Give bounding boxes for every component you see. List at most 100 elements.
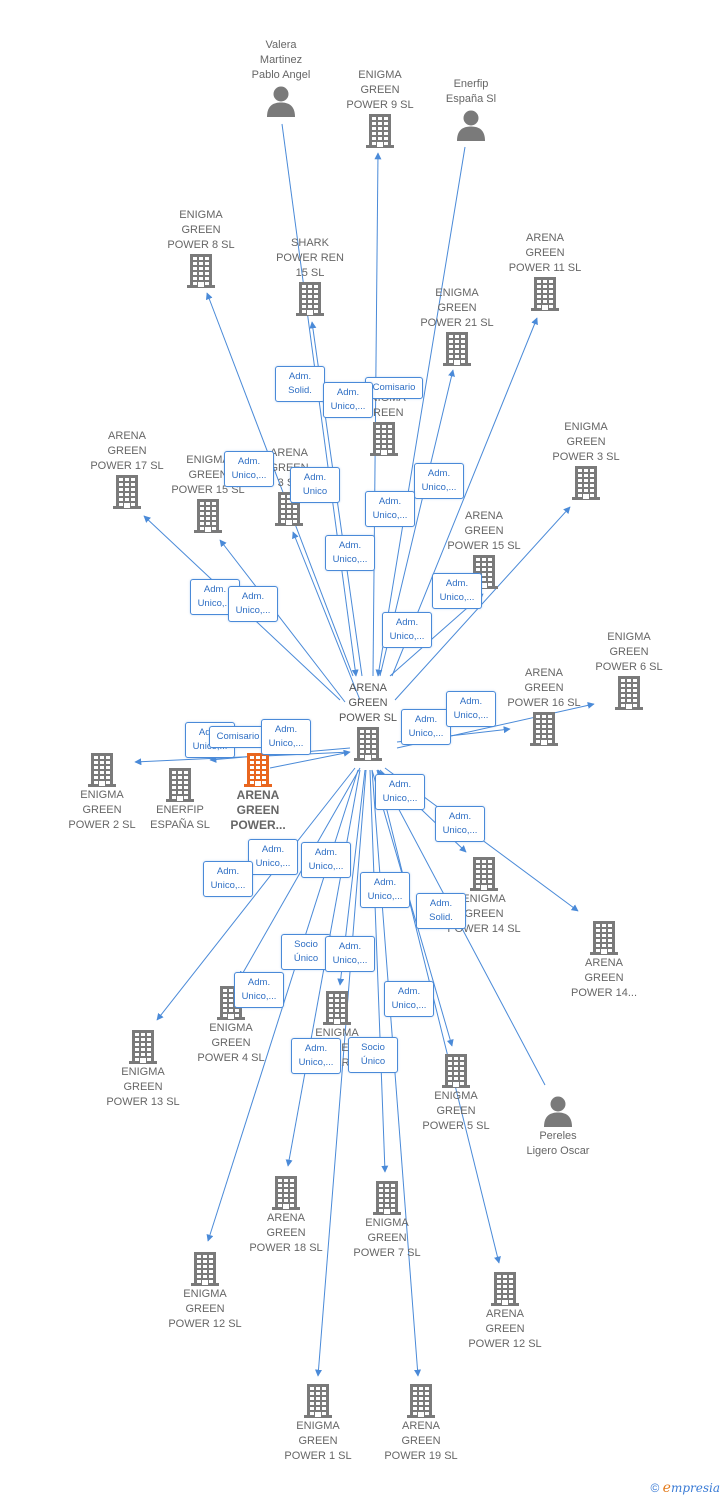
- relation-label-central-to-shark15[interactable]: Adm. Unico: [290, 467, 340, 503]
- building-icon: [151, 253, 251, 289]
- relation-label-central-to-ag19[interactable]: Socio Único: [348, 1037, 398, 1073]
- node-label: ENIGMA GREEN POWER 7 SL: [353, 1217, 421, 1259]
- relation-label-central-to-eg4[interactable]: Adm. Unico,...: [248, 839, 298, 875]
- building-icon: [554, 920, 654, 956]
- node-ag11[interactable]: ARENA GREEN POWER 11 SL: [495, 231, 595, 312]
- relation-label-central-to-eg1[interactable]: Adm. Unico,...: [291, 1038, 341, 1074]
- relation-label-ag_main-to-central[interactable]: Comisario: [209, 726, 267, 748]
- node-label: ENIGMA GREEN POWER 8 SL: [167, 209, 235, 251]
- relation-label-central-to-ag_hidden3[interactable]: Adm. Unico,...: [325, 535, 375, 571]
- person-icon: [508, 1093, 608, 1129]
- relation-label-enerfip_sl_person-to-central[interactable]: Comisario: [365, 377, 423, 399]
- relation-label-central-to-eg7[interactable]: Adm. Unico,...: [234, 972, 284, 1008]
- node-eg7[interactable]: ENIGMA GREEN POWER 7 SL: [337, 1180, 437, 1261]
- node-eg1[interactable]: ENIGMA GREEN POWER 1 SL: [268, 1383, 368, 1464]
- relation-label-central-to-eg_mid[interactable]: Socio Único: [281, 934, 331, 970]
- relation-label-central-to-eg9[interactable]: Adm. Unico,...: [323, 382, 373, 418]
- building-icon: [93, 1029, 193, 1065]
- relation-label-central-to-eg15[interactable]: Adm. Unico,...: [228, 586, 278, 622]
- node-label: ARENA GREEN POWER SL: [338, 682, 398, 724]
- node-ag_main[interactable]: ARENA GREEN POWER...: [208, 752, 308, 833]
- relation-label-central-to-ag16[interactable]: Adm. Unico,...: [446, 691, 496, 727]
- node-eg12[interactable]: ENIGMA GREEN POWER 12 SL: [155, 1251, 255, 1332]
- relation-label-valera-to-central[interactable]: Adm. Solid.: [275, 366, 325, 402]
- node-eg3[interactable]: ENIGMA GREEN POWER 3 SL: [536, 420, 636, 501]
- relation-label-central-to-eg6[interactable]: Adm. Unico,...: [401, 709, 451, 745]
- building-icon: [208, 752, 308, 788]
- node-enerfip_sl_person[interactable]: Enerfip España Sl: [421, 77, 521, 143]
- node-label: Pereles Ligero Oscar: [526, 1130, 590, 1157]
- edge-central-to-ag12: [376, 769, 501, 1264]
- node-label: ENIGMA GREEN POWER 5 SL: [422, 1090, 490, 1132]
- node-eg2[interactable]: ENIGMA GREEN POWER 2 SL: [52, 752, 152, 833]
- node-label: ENERFIP ESPAÑA SL: [150, 804, 210, 831]
- edge-central-to-eg13: [156, 767, 356, 1021]
- building-icon: [455, 1271, 555, 1307]
- relation-label-central-to-eg12[interactable]: Adm. Unico,...: [301, 842, 351, 878]
- relation-label-central-to-enerfip_sl[interactable]: Adm. Unico,...: [261, 719, 311, 755]
- node-label: ARENA GREEN POWER 19 SL: [384, 1420, 458, 1462]
- node-eg21[interactable]: ENIGMA GREEN POWER 21 SL: [407, 286, 507, 367]
- edge-central-to-ag_hidden3: [292, 531, 361, 701]
- edge-central-to-eg5: [371, 769, 454, 1047]
- node-shark15[interactable]: SHARK POWER REN 15 SL: [260, 236, 360, 317]
- edge-ag_main-to-central: [269, 749, 351, 769]
- building-icon: [406, 1053, 506, 1089]
- building-icon: [77, 474, 177, 510]
- edge-central-to-eg15: [219, 539, 346, 703]
- person-icon: [231, 83, 331, 119]
- relation-label-pereles-to-central[interactable]: Adm. Solid.: [416, 893, 466, 929]
- copyright-symbol: ©: [650, 1481, 660, 1495]
- relation-label-central-to-eg5[interactable]: Adm. Unico,...: [360, 872, 410, 908]
- node-ag16[interactable]: ARENA GREEN POWER 16 SL: [494, 666, 594, 747]
- node-valera[interactable]: Valera Martinez Pablo Angel: [231, 38, 331, 119]
- node-ag17[interactable]: ARENA GREEN POWER 17 SL: [77, 429, 177, 510]
- building-icon: [434, 856, 534, 892]
- relation-label-central-to-ag12[interactable]: Adm. Unico,...: [384, 981, 434, 1017]
- node-eg9[interactable]: ENIGMA GREEN POWER 9 SL: [330, 68, 430, 149]
- node-ag12[interactable]: ARENA GREEN POWER 12 SL: [455, 1271, 555, 1352]
- node-label: ARENA GREEN POWER 16 SL: [507, 667, 581, 709]
- node-eg5[interactable]: ENIGMA GREEN POWER 5 SL: [406, 1053, 506, 1134]
- building-icon: [579, 675, 679, 711]
- empresia-logo: © empresia: [650, 1480, 720, 1496]
- edge-central-to-eg9: [372, 152, 382, 677]
- node-ag14[interactable]: ARENA GREEN POWER 14...: [554, 920, 654, 1001]
- person-icon: [421, 107, 521, 143]
- building-icon: [407, 331, 507, 367]
- relation-label-central-to-eg21[interactable]: Adm. Unico,...: [365, 491, 415, 527]
- relation-label-central-to-ag15[interactable]: Adm. Unico,...: [382, 612, 432, 648]
- building-icon: [155, 1251, 255, 1287]
- node-central[interactable]: ARENA GREEN POWER SL: [318, 681, 418, 762]
- node-label: ARENA GREEN POWER 18 SL: [249, 1212, 323, 1254]
- node-label: ENIGMA GREEN POWER 1 SL: [284, 1420, 352, 1462]
- node-pereles[interactable]: Pereles Ligero Oscar: [508, 1093, 608, 1159]
- relation-label-central-to-eg8[interactable]: Adm. Unico,...: [224, 451, 274, 487]
- node-label: ARENA GREEN POWER 14...: [570, 957, 638, 999]
- node-enerfip_sl[interactable]: ENERFIP ESPAÑA SL: [130, 767, 230, 833]
- node-label: ARENA GREEN POWER 17 SL: [90, 430, 164, 472]
- relation-label-central-to-ag14[interactable]: Adm. Unico,...: [435, 806, 485, 842]
- building-icon: [52, 752, 152, 788]
- relation-label-central-to-ag11[interactable]: Adm. Unico,...: [414, 463, 464, 499]
- node-eg15[interactable]: ENIGMA GREEN POWER 15 SL: [158, 453, 258, 534]
- relation-label-central-to-eg14[interactable]: Adm. Unico,...: [375, 774, 425, 810]
- building-icon: [130, 767, 230, 803]
- node-eg13[interactable]: ENIGMA GREEN POWER 13 SL: [93, 1029, 193, 1110]
- edge-central-to-eg7: [369, 769, 389, 1173]
- relation-label-central-to-eg3[interactable]: Adm. Unico,...: [432, 573, 482, 609]
- node-ag18[interactable]: ARENA GREEN POWER 18 SL: [236, 1175, 336, 1256]
- relation-label-central-to-eg13[interactable]: Adm. Unico,...: [203, 861, 253, 897]
- node-label: ENIGMA GREEN POWER 21 SL: [420, 287, 494, 329]
- node-label: ENIGMA GREEN POWER 9 SL: [346, 69, 414, 111]
- node-label: ENIGMA GREEN POWER 15 SL: [171, 454, 245, 496]
- node-eg6[interactable]: ENIGMA GREEN POWER 6 SL: [579, 630, 679, 711]
- building-icon: [287, 990, 387, 1026]
- node-eg4[interactable]: ENIGMA GREEN POWER 4 SL: [181, 985, 281, 1066]
- building-icon: [337, 1180, 437, 1216]
- relation-label-central-to-ag18[interactable]: Adm. Unico,...: [325, 936, 375, 972]
- edge-central-to-eg1: [315, 769, 367, 1377]
- node-eg8[interactable]: ENIGMA GREEN POWER 8 SL: [151, 208, 251, 289]
- node-ag19[interactable]: ARENA GREEN POWER 19 SL: [371, 1383, 471, 1464]
